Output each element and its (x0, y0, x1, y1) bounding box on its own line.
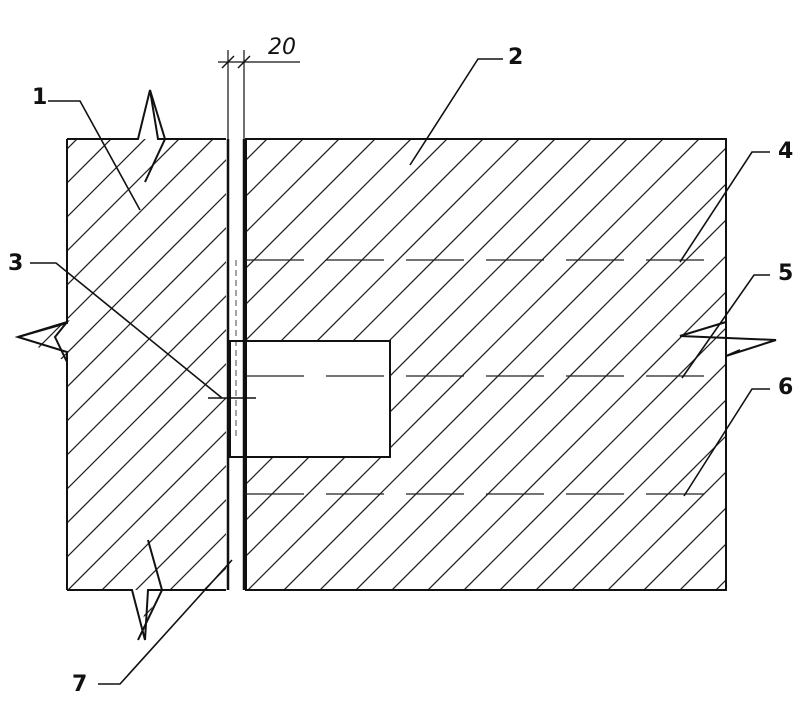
hatch-line (416, 80, 812, 650)
hatch-line (75, 139, 226, 640)
dim-tick-right (237, 55, 251, 69)
hatch-line (309, 139, 726, 590)
hatch-line (778, 130, 812, 600)
callout-2: 2 (508, 45, 523, 70)
hatch-line (742, 130, 812, 600)
callout-6: 6 (778, 375, 793, 400)
bottom-break-mark (137, 539, 164, 641)
right-block-outline (245, 138, 727, 591)
hatch-line (688, 80, 812, 650)
hatch-line (586, 80, 812, 650)
leader-5 (681, 274, 770, 379)
hatch-line (552, 80, 812, 650)
hatch-line (18, 139, 226, 640)
hatch-line (18, 139, 171, 640)
hatch-line (18, 139, 226, 640)
hatch-line (246, 139, 673, 590)
leader-3 (30, 262, 223, 399)
callout-7: 7 (72, 672, 87, 697)
hatch-line (246, 139, 385, 590)
hatch-line (453, 139, 726, 590)
hatch-line (18, 139, 226, 640)
hatch-line (722, 80, 812, 650)
leader-6 (683, 388, 770, 497)
left-side-break (17, 320, 70, 363)
hatch-line (756, 80, 812, 650)
hatch-line (525, 139, 726, 590)
hatch-line (246, 139, 457, 590)
hatch-line (417, 139, 726, 590)
hatch-line (620, 80, 812, 650)
hatch-line (597, 139, 726, 590)
leader-7 (98, 559, 233, 685)
leader-1 (48, 100, 141, 211)
hatch-line (246, 139, 637, 590)
hatch-line (381, 139, 726, 590)
hatch-line (484, 80, 812, 650)
hatch-line (18, 139, 226, 640)
hatch-line (18, 139, 35, 640)
dim-tick-left (221, 55, 235, 69)
hatch-line (18, 139, 226, 640)
inset-box-outline (229, 340, 391, 458)
hatch-line (489, 139, 726, 590)
left-top-edge (67, 89, 226, 140)
hatch-line (705, 139, 726, 590)
hatch-line (0, 130, 240, 600)
hatch-line (246, 139, 421, 590)
hatch-line (18, 139, 205, 640)
hatch-line (109, 139, 226, 640)
hatch-line (246, 139, 709, 590)
hatch-line (561, 139, 726, 590)
inset-box (230, 341, 390, 457)
right-side-break (679, 321, 777, 357)
left-bottom-edge (67, 589, 226, 641)
leader-2 (409, 58, 503, 166)
hatch-line (18, 139, 69, 640)
hatch-line (18, 139, 226, 640)
callout-4: 4 (778, 139, 793, 164)
hatch-line (41, 139, 226, 640)
hatch-line (633, 139, 726, 590)
hatch-line (790, 80, 812, 650)
hatch-line (345, 139, 726, 590)
left-block-outline (14, 139, 68, 590)
hatch-line (273, 139, 726, 590)
hatch-line (18, 139, 226, 640)
callout-3: 3 (8, 251, 23, 276)
leader-4 (679, 151, 770, 263)
hatch-line (450, 80, 812, 650)
hatch-line (18, 139, 103, 640)
callout-1: 1 (32, 85, 47, 110)
hatch-line (654, 80, 812, 650)
dimension-value: 20 (268, 35, 296, 60)
hatch-line (18, 139, 226, 640)
hatch-line (246, 139, 349, 590)
callout-5: 5 (778, 261, 793, 286)
top-break-mark (144, 89, 167, 183)
